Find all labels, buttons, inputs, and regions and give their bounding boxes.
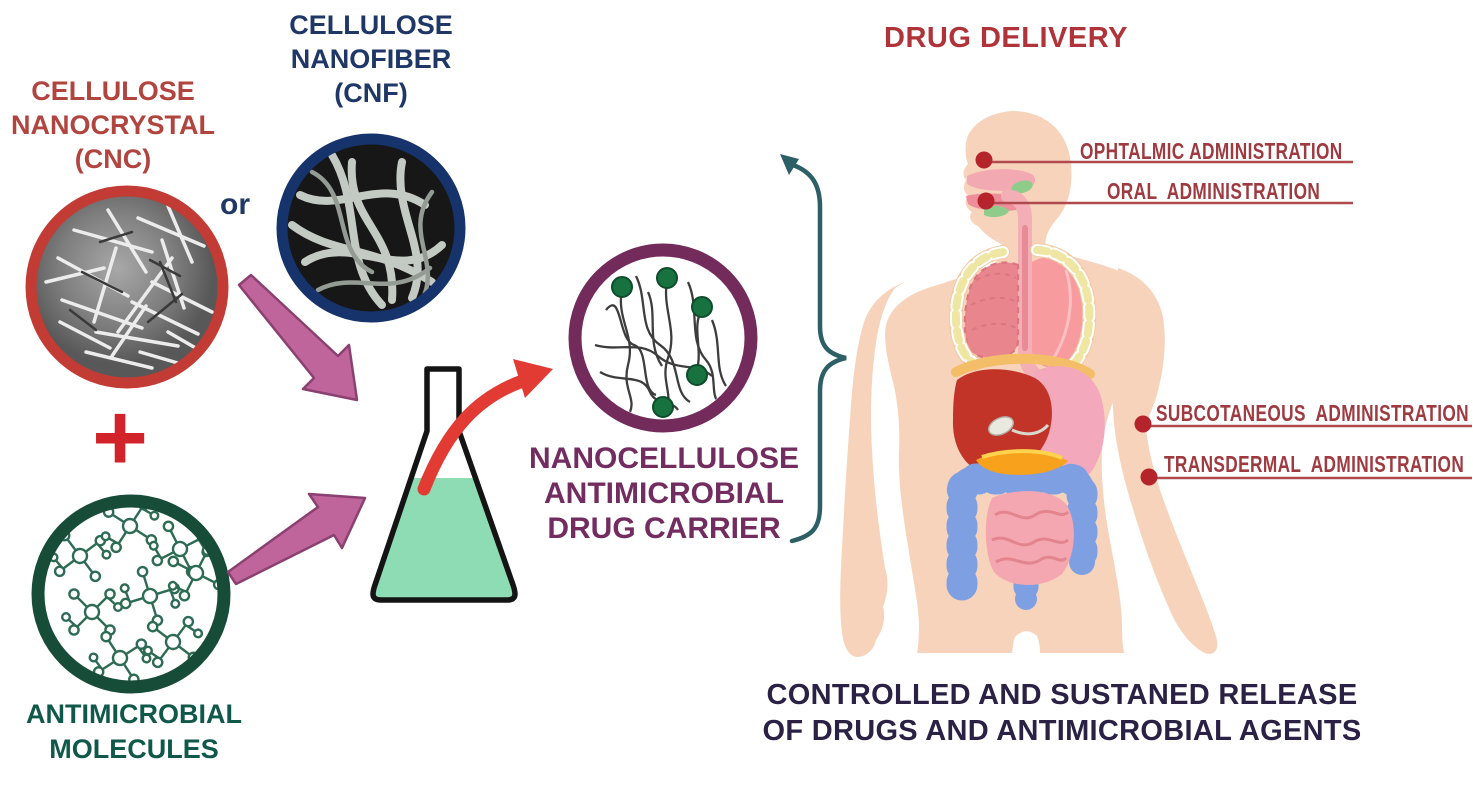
cnf-label: CELLULOSE NANOFIBER (CNF) — [289, 10, 453, 108]
bottom-caption: CONTROLLED AND SUSTANED RELEASE OF DRUGS… — [762, 679, 1362, 747]
forearm-marker-dot — [1140, 468, 1158, 486]
small-intestine — [985, 491, 1074, 586]
route-label-transdermal: TRANSDERMAL ADMINISTRATION — [1164, 451, 1465, 477]
antimicrobial-molecules-label: ANTIMICROBIAL MOLECULES — [26, 699, 242, 764]
cnc-label: CELLULOSE NANOCRYSTAL (CNC) — [11, 76, 215, 174]
ribcage — [948, 243, 1097, 376]
plus-icon: + — [91, 384, 149, 491]
mix-arrow-top — [237, 273, 359, 402]
gallbladder — [987, 416, 1015, 436]
cnc-circle-border — [25, 185, 229, 389]
antimicrobial-molecules — [31, 494, 233, 694]
pancreas — [976, 449, 1068, 475]
epiglottis-green — [1011, 180, 1033, 194]
liver — [952, 369, 1052, 475]
drug-dots — [611, 267, 713, 418]
cnf-micrograph — [276, 133, 466, 323]
eye-marker-dot — [975, 151, 993, 169]
brace-arrow — [780, 154, 847, 544]
or-label: or — [220, 188, 250, 221]
mix-arrow-bottom — [226, 492, 367, 586]
route-label-oral: ORAL ADMINISTRATION — [1107, 178, 1321, 204]
flask-liquid — [373, 478, 515, 600]
route-label-ophtalmic: OPHTALMIC ADMINISTRATION — [1080, 138, 1343, 164]
tonsil-green — [984, 205, 1009, 218]
carrier-circle — [568, 243, 758, 433]
route-label-subcotaneous: SUBCOTANEOUS ADMINISTRATION — [1156, 400, 1470, 426]
right-lung — [1032, 256, 1090, 370]
diaphragm — [951, 353, 1095, 379]
left-lung — [964, 262, 1018, 358]
molecules-circle-border — [31, 494, 231, 694]
mouth-marker-dot — [977, 192, 995, 210]
cnf-circle-border — [276, 133, 466, 323]
arm-marker-dot — [1134, 415, 1152, 433]
right-arm — [1112, 268, 1218, 654]
drug-delivery-title: DRUG DELIVERY — [884, 22, 1128, 54]
transfer-arrow — [417, 359, 553, 496]
carrier-circle-border — [568, 243, 758, 433]
left-arm — [840, 282, 905, 657]
erlenmeyer-flask — [370, 366, 518, 603]
carrier-label: NANOCELLULOSE ANTIMICROBIAL DRUG CARRIER — [529, 442, 799, 545]
cnc-micrograph — [25, 185, 229, 389]
administration-markers — [975, 151, 1472, 486]
brace-arrowhead — [780, 154, 799, 175]
mixing-arrows — [226, 273, 367, 586]
